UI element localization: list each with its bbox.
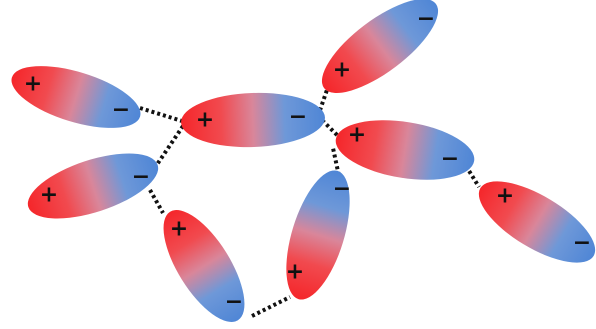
- bond-3-5: [316, 114, 340, 138]
- dipole-2-minus-sign: −: [132, 165, 150, 190]
- dipole-1: [11, 66, 141, 128]
- dipole-4-minus-sign: −: [417, 7, 435, 32]
- dipole-8-minus-sign: −: [573, 231, 591, 256]
- dipole-2-body: [27, 153, 159, 219]
- dipole-6-minus-sign: −: [225, 290, 243, 315]
- dipole-5-minus-sign: −: [441, 147, 459, 172]
- bond-5-8: [464, 164, 481, 189]
- dipole-7-minus-sign: −: [333, 177, 351, 202]
- dipole-6-body: [163, 210, 245, 322]
- dipole-6: [163, 210, 245, 322]
- bond-3-2: [154, 124, 185, 168]
- dipole-2-plus-sign: +: [40, 183, 58, 208]
- dipole-4-body: [321, 0, 439, 93]
- dipole-3-plus-sign: +: [196, 108, 214, 133]
- dipole-5-body: [335, 120, 475, 180]
- dipole-3: [181, 92, 325, 148]
- dipole-6-plus-sign: +: [170, 217, 188, 242]
- dipole-5: [335, 120, 475, 180]
- dipole-1-body: [11, 66, 141, 128]
- dipole-4-plus-sign: +: [333, 58, 351, 83]
- dipole-7-plus-sign: +: [286, 260, 304, 285]
- bond-2-6: [148, 189, 165, 214]
- signs-layer: + − + − + − + − + − + − + − + −: [24, 7, 591, 315]
- dipole-8-body: [478, 181, 596, 263]
- dipole-3-body: [181, 92, 325, 148]
- dipole-8: [478, 181, 596, 263]
- dipole-1-plus-sign: +: [24, 72, 42, 97]
- dipole-1-minus-sign: −: [112, 98, 130, 123]
- dipole-8-plus-sign: +: [496, 184, 514, 209]
- bonds-layer: [139, 83, 481, 318]
- bond-6-7: [251, 295, 291, 318]
- dipole-7-body: [286, 170, 350, 300]
- dipole-2: [27, 153, 159, 219]
- dipole-5-plus-sign: +: [348, 123, 366, 148]
- dipole-7: [286, 170, 350, 300]
- bond-1-3: [139, 106, 183, 123]
- dipole-3-minus-sign: −: [289, 105, 307, 130]
- dipole-4: [321, 0, 439, 93]
